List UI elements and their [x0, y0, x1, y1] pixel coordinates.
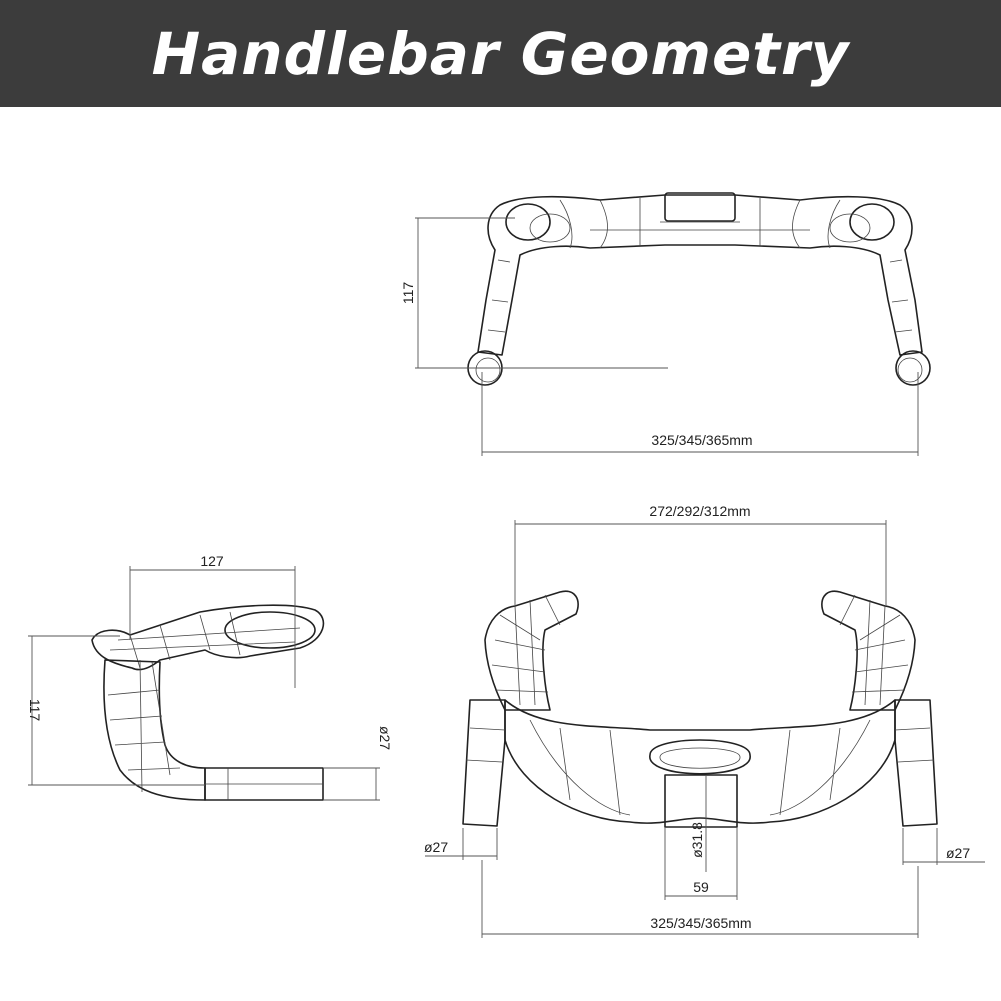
side-view-tube-lines: [205, 768, 323, 800]
front-view-clamp-window-inner: [659, 747, 741, 769]
top-view-width-label: 325/345/365mm: [651, 432, 752, 448]
front-view-left-hood: [484, 590, 579, 711]
front-view-right-diameter-label: ø27: [946, 845, 970, 861]
front-view: 272/292/312mm ø27 ø27 ø31.8 59 325/345/3…: [424, 503, 985, 938]
front-view-clamp-window: [649, 739, 751, 775]
front-view-left-hood-facets: [491, 594, 561, 706]
top-view-stem-clamp: [664, 192, 736, 222]
front-view-stem-tube: [664, 774, 738, 828]
side-view-diameter-label: ø27: [377, 726, 393, 750]
top-view-width-dim: [481, 372, 919, 456]
side-view-drop-label: 117: [27, 699, 43, 722]
side-view-reach-label: 127: [200, 553, 224, 569]
title-banner: Handlebar Geometry: [0, 0, 1001, 107]
front-view-width-label: 325/345/365mm: [650, 915, 751, 931]
front-view-right-drop-lines: [894, 727, 935, 763]
front-view-right-hood-facets: [839, 594, 909, 706]
front-view-left-diameter-label: ø27: [424, 839, 448, 855]
top-view-left-hood: [505, 203, 551, 241]
top-view-right-hood-inner: [829, 213, 871, 243]
front-view-left-drop: [462, 699, 506, 827]
front-view-left-drop-lines: [465, 727, 506, 763]
top-view: 117 325/345/365mm: [400, 192, 931, 456]
top-view-right-hood: [849, 203, 895, 241]
front-view-right-diameter-dim: [902, 828, 985, 865]
top-view-bar-outline: [477, 194, 923, 356]
top-view-height-dim: [415, 217, 668, 369]
front-view-right-drop: [894, 699, 938, 827]
top-view-height-label: 117: [400, 282, 416, 305]
front-view-hood-width-label: 272/292/312mm: [649, 503, 750, 519]
front-view-left-diameter-dim: [425, 828, 498, 860]
front-view-width-dim: [481, 860, 919, 938]
side-view-diameter-dim: [323, 767, 380, 801]
front-view-hood-width-dim: [514, 520, 887, 606]
side-view-top-outline: [91, 604, 325, 671]
front-view-clamp-width-dim: [664, 827, 738, 900]
side-view-drop-outline: [103, 659, 206, 801]
top-view-facets: [487, 198, 913, 333]
front-view-center-facets: [529, 719, 871, 816]
side-view-hood-top: [224, 611, 316, 649]
front-view-right-hood: [821, 590, 916, 711]
side-view-drop-facets: [107, 659, 181, 793]
front-view-center-bar: [504, 699, 896, 824]
side-view-reach-dim: [129, 566, 296, 688]
front-view-clamp-width-label: 59: [693, 879, 709, 895]
side-view-top-facets: [109, 611, 301, 669]
side-view: 127 117 ø27: [27, 553, 393, 801]
page-title: Handlebar Geometry: [151, 19, 850, 88]
top-view-right-drop-end: [895, 350, 931, 386]
side-view-drop-dim: [28, 635, 205, 786]
top-view-left-hood-inner: [529, 213, 571, 243]
top-view-right-drop-end-inner: [897, 357, 923, 383]
top-view-left-drop-end-inner: [475, 357, 501, 383]
front-view-clamp-diameter-label: ø31.8: [689, 822, 705, 858]
